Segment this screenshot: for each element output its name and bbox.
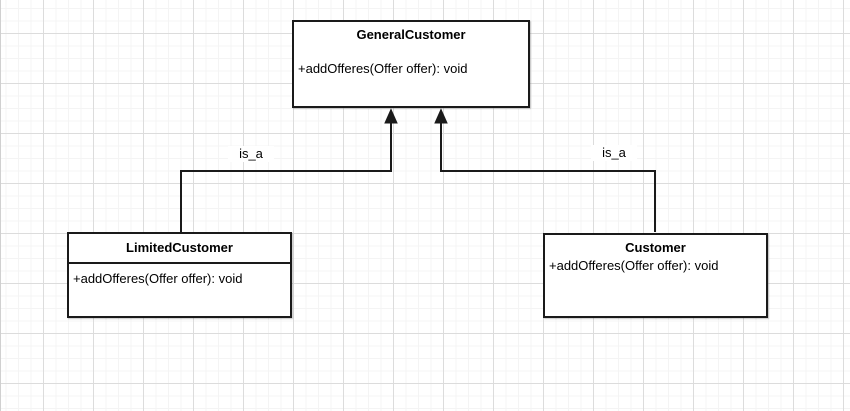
inheritance-arrowhead-up-icon <box>434 108 448 124</box>
class-method: +addOfferes(Offer offer): void <box>73 271 243 286</box>
edge-label-is-a-right[interactable]: is_a <box>591 145 637 161</box>
class-method: +addOfferes(Offer offer): void <box>549 258 719 273</box>
class-node-generalcustomer[interactable]: GeneralCustomer +addOfferes(Offer offer)… <box>292 20 530 108</box>
class-name: Customer <box>625 240 686 255</box>
class-node-customer[interactable]: Customer +addOfferes(Offer offer): void <box>543 233 768 318</box>
compartment-divider <box>69 262 290 264</box>
canvas-edge-line <box>0 0 1 411</box>
class-header: LimitedCustomer <box>69 234 290 262</box>
inheritance-edge-customer[interactable] <box>434 108 656 233</box>
class-node-limitedcustomer[interactable]: LimitedCustomer +addOfferes(Offer offer)… <box>67 232 292 318</box>
edge-path[interactable] <box>180 122 392 232</box>
class-method: +addOfferes(Offer offer): void <box>298 61 468 76</box>
inheritance-edge-limitedcustomer[interactable] <box>180 108 398 233</box>
edge-label-is-a-left[interactable]: is_a <box>228 146 274 162</box>
inheritance-arrowhead-up-icon <box>384 108 398 124</box>
edge-path[interactable] <box>440 122 656 232</box>
class-name: LimitedCustomer <box>126 240 233 255</box>
class-name: GeneralCustomer <box>356 27 466 42</box>
